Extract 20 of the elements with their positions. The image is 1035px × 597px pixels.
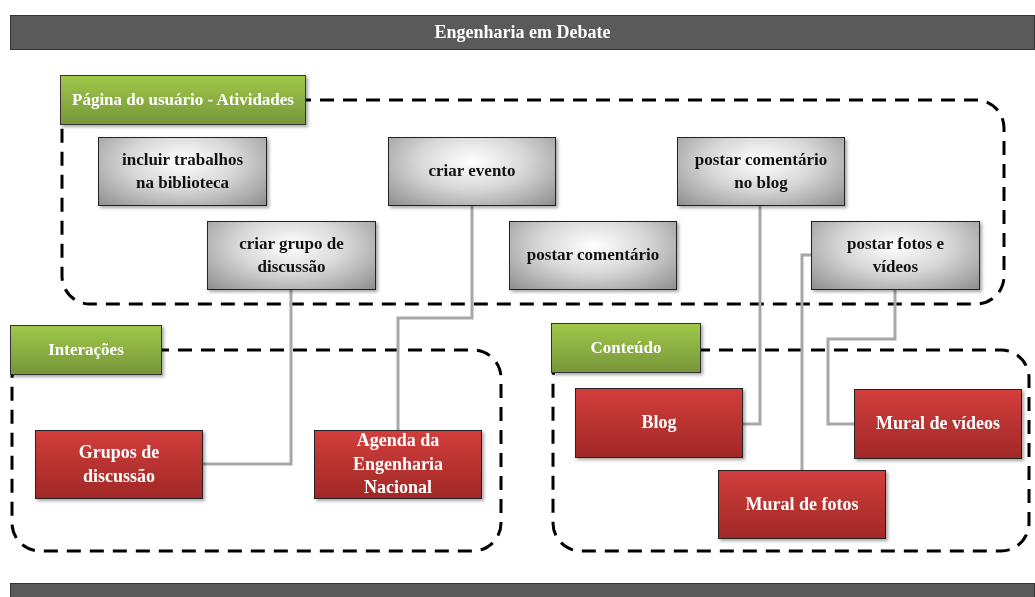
activity-box: postar fotos e vídeos bbox=[811, 221, 980, 290]
title-bar: Engenharia em Debate bbox=[10, 15, 1035, 50]
module-box: Mural de fotos bbox=[718, 470, 886, 539]
connector-line bbox=[743, 206, 762, 426]
group-label: Página do usuário - Atividades bbox=[60, 75, 306, 125]
connector-line bbox=[396, 206, 474, 430]
activity-box: postar comentário bbox=[509, 221, 677, 290]
connector-line bbox=[203, 290, 293, 466]
module-box: Mural de vídeos bbox=[854, 389, 1022, 459]
module-box: Agenda da Engenharia Nacional bbox=[314, 430, 482, 499]
group-label: Conteúdo bbox=[551, 323, 701, 373]
connector-line bbox=[800, 253, 811, 470]
module-box: Blog bbox=[575, 388, 743, 458]
group-label: Interações bbox=[10, 325, 162, 375]
activity-box: criar grupo de discussão bbox=[207, 221, 376, 290]
activity-box: postar comentário no blog bbox=[677, 137, 845, 206]
connector-line bbox=[826, 290, 897, 426]
activity-box: criar evento bbox=[388, 137, 556, 206]
activity-box: incluir trabalhos na biblioteca bbox=[98, 137, 267, 206]
module-box: Grupos de discussão bbox=[35, 430, 203, 499]
